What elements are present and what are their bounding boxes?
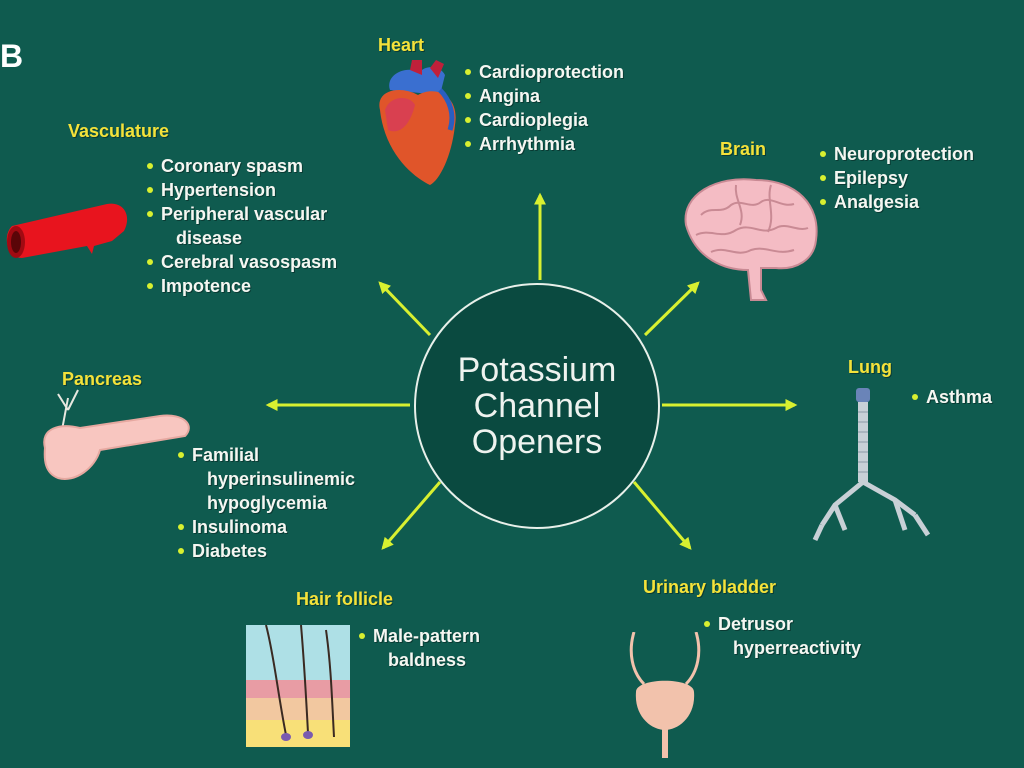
blood-vessel-icon — [6, 203, 128, 258]
panel-letter: B — [0, 38, 24, 74]
lung-airway-icon — [812, 388, 931, 542]
heart-item: Cardioprotection — [463, 60, 624, 84]
pancreas-list: Familial hyperinsulinemic hypoglycemia I… — [176, 443, 355, 563]
heart-item: Cardioplegia — [463, 108, 624, 132]
center-node: Potassium Channel Openers — [414, 283, 660, 529]
pancreas-title: Pancreas — [62, 369, 143, 389]
arrow-to-bladder — [632, 481, 692, 550]
hair-follicle-item: Male-pattern baldness — [357, 624, 480, 672]
hair-follicle-title: Hair follicle — [296, 589, 394, 609]
vasculature-item: Coronary spasm — [145, 154, 337, 178]
brain-icon — [684, 178, 818, 301]
arrow-to-hair-follicle — [381, 481, 442, 550]
arrow-to-vasculature — [378, 281, 432, 337]
vasculature-list: Coronary spasm Hypertension Peripheral v… — [145, 154, 337, 298]
center-line-2: Channel — [473, 387, 601, 425]
pancreas-item: Insulinoma — [176, 515, 355, 539]
pancreas-item: Diabetes — [176, 539, 355, 563]
lung-title: Lung — [848, 357, 892, 377]
pancreas-icon — [43, 389, 190, 480]
vasculature-title: Vasculature — [68, 121, 170, 141]
vasculature-item: Peripheral vascular disease — [145, 202, 337, 250]
heart-list: Cardioprotection Angina Cardioplegia Arr… — [463, 60, 624, 156]
heart-item: Arrhythmia — [463, 132, 624, 156]
vasculature-item: Cerebral vasospasm — [145, 250, 337, 274]
heart-icon — [379, 60, 456, 185]
brain-item: Epilepsy — [818, 166, 974, 190]
bladder-icon — [629, 632, 701, 758]
brain-item: Analgesia — [818, 190, 974, 214]
center-line-1: Potassium — [457, 351, 617, 389]
brain-title: Brain — [720, 139, 767, 159]
arrow-to-brain — [643, 281, 700, 337]
hair-follicle-list: Male-pattern baldness — [357, 624, 480, 672]
heart-title: Heart — [378, 35, 425, 55]
bladder-list: Detrusor hyperreactivity — [702, 612, 861, 660]
vasculature-item: Hypertension — [145, 178, 337, 202]
center-line-3: Openers — [471, 423, 603, 461]
lung-item: Asthma — [910, 385, 992, 409]
brain-list: Neuroprotection Epilepsy Analgesia — [818, 142, 974, 214]
lung-list: Asthma — [910, 385, 992, 409]
brain-item: Neuroprotection — [818, 142, 974, 166]
hair-follicle-icon — [246, 625, 350, 747]
heart-item: Angina — [463, 84, 624, 108]
bladder-item: Detrusor hyperreactivity — [702, 612, 861, 660]
vasculature-item: Impotence — [145, 274, 337, 298]
bladder-title: Urinary bladder — [643, 577, 777, 597]
pancreas-item: Familial hyperinsulinemic hypoglycemia — [176, 443, 355, 515]
